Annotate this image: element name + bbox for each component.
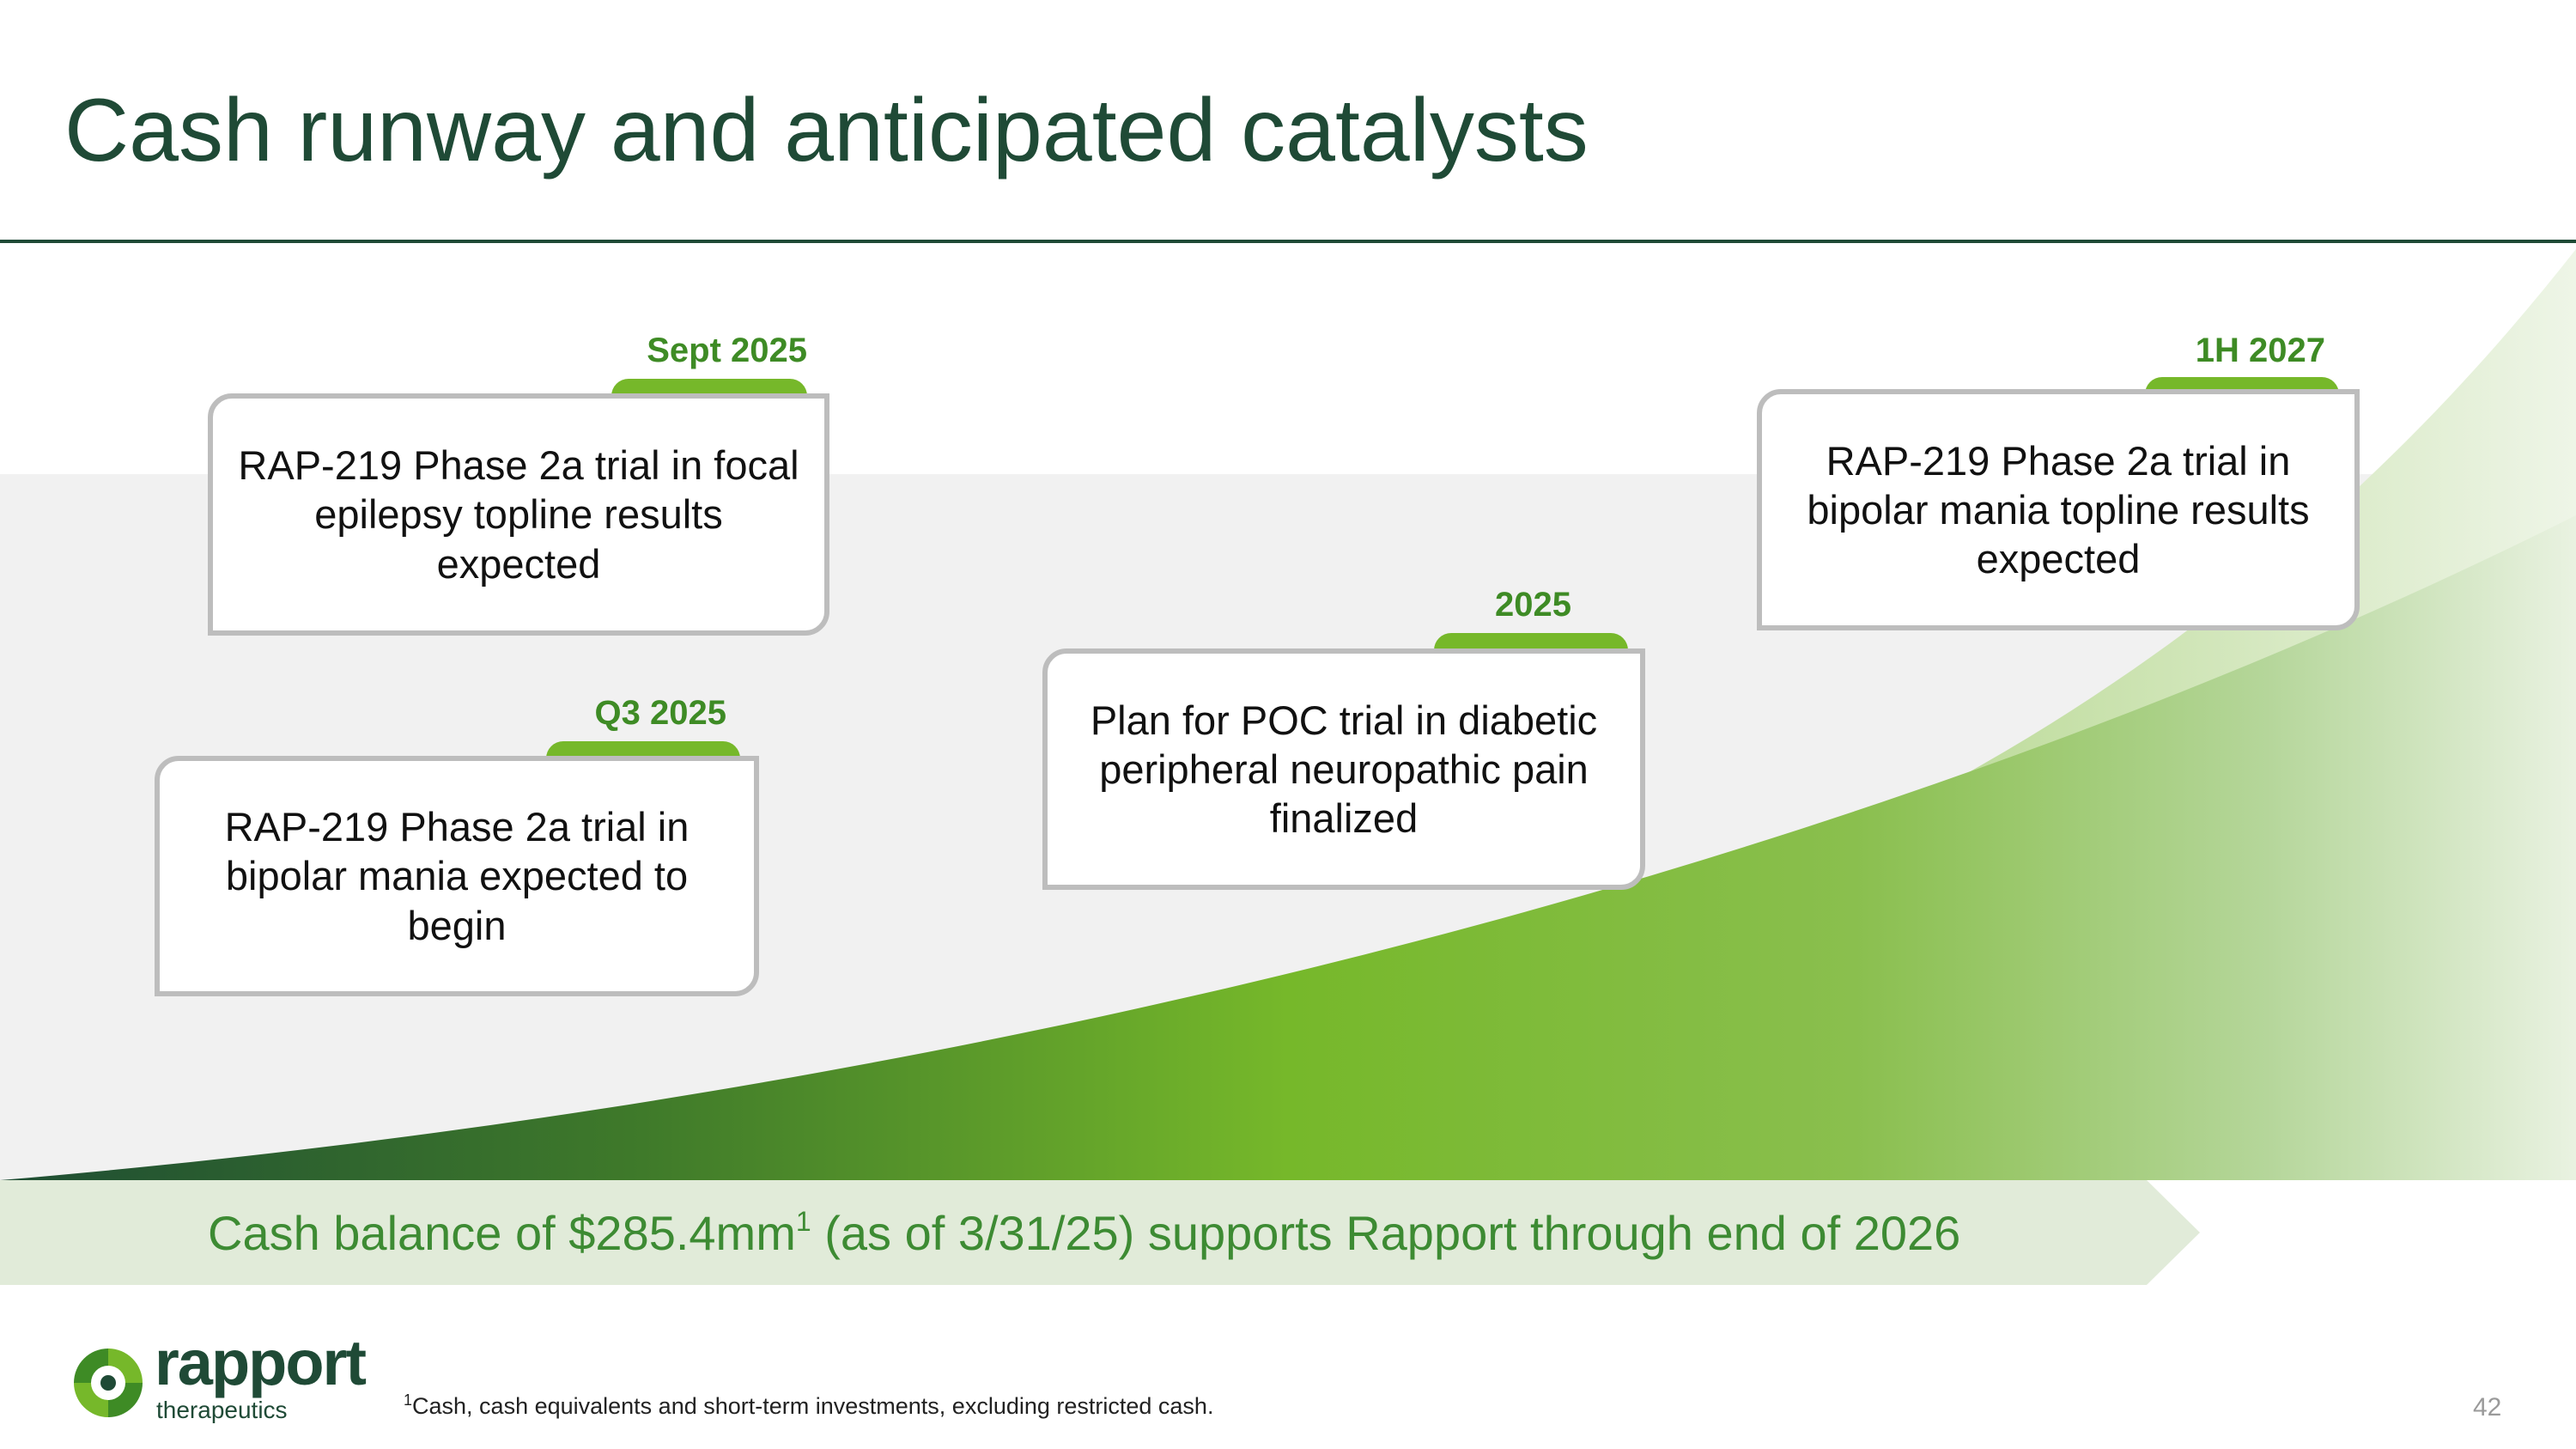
cash-balance-banner: [0, 1180, 2200, 1285]
footnote-text: Cash, cash equivalents and short-term in…: [412, 1393, 1214, 1419]
cash-balance-text: Cash balance of $285.4mm1 (as of 3/31/25…: [208, 1207, 1960, 1260]
logo-tagline: therapeutics: [156, 1397, 288, 1423]
catalyst-card-bipolar-topline: RAP-219 Phase 2a trial in bipolar mania …: [1757, 389, 2360, 630]
catalyst-card-dpnp-poc: Plan for POC trial in diabetic periphera…: [1042, 648, 1645, 890]
company-logo: rapport therapeutics: [65, 1327, 374, 1426]
catalyst-date-1h-2027: 1H 2027: [2195, 332, 2325, 369]
catalyst-text-dpnp-poc: Plan for POC trial in diabetic periphera…: [1090, 697, 1598, 842]
catalyst-text-focal-epilepsy: RAP-219 Phase 2a trial in focal epilepsy…: [238, 442, 799, 587]
page-title: Cash runway and anticipated catalysts: [64, 81, 1589, 180]
title-divider: [0, 240, 2576, 243]
logo-wordmark: rapport: [155, 1327, 367, 1398]
catalyst-text-bipolar-topline: RAP-219 Phase 2a trial in bipolar mania …: [1807, 437, 2310, 582]
growth-curve-graphic: [0, 249, 2576, 1180]
footnote-marker: 1: [404, 1391, 413, 1409]
cash-balance-footnote-ref: 1: [795, 1206, 811, 1237]
growth-curve-main-layer: [0, 515, 2576, 1180]
catalyst-card-focal-epilepsy: RAP-219 Phase 2a trial in focal epilepsy…: [208, 393, 829, 636]
catalyst-date-2025: 2025: [1495, 586, 1571, 624]
footnote: 1Cash, cash equivalents and short-term i…: [404, 1391, 1214, 1420]
catalyst-date-q3-2025: Q3 2025: [594, 694, 726, 732]
page-number: 42: [2473, 1393, 2502, 1422]
catalyst-card-bipolar-begin: RAP-219 Phase 2a trial in bipolar mania …: [155, 756, 759, 996]
rapport-logo-mark-icon: [74, 1349, 143, 1417]
cash-balance-text-rest: (as of 3/31/25) supports Rapport through…: [811, 1206, 1961, 1260]
catalyst-date-sept-2025: Sept 2025: [647, 332, 807, 369]
cash-balance-text-main: Cash balance of $285.4mm: [208, 1206, 796, 1260]
catalyst-text-bipolar-begin: RAP-219 Phase 2a trial in bipolar mania …: [224, 804, 690, 948]
